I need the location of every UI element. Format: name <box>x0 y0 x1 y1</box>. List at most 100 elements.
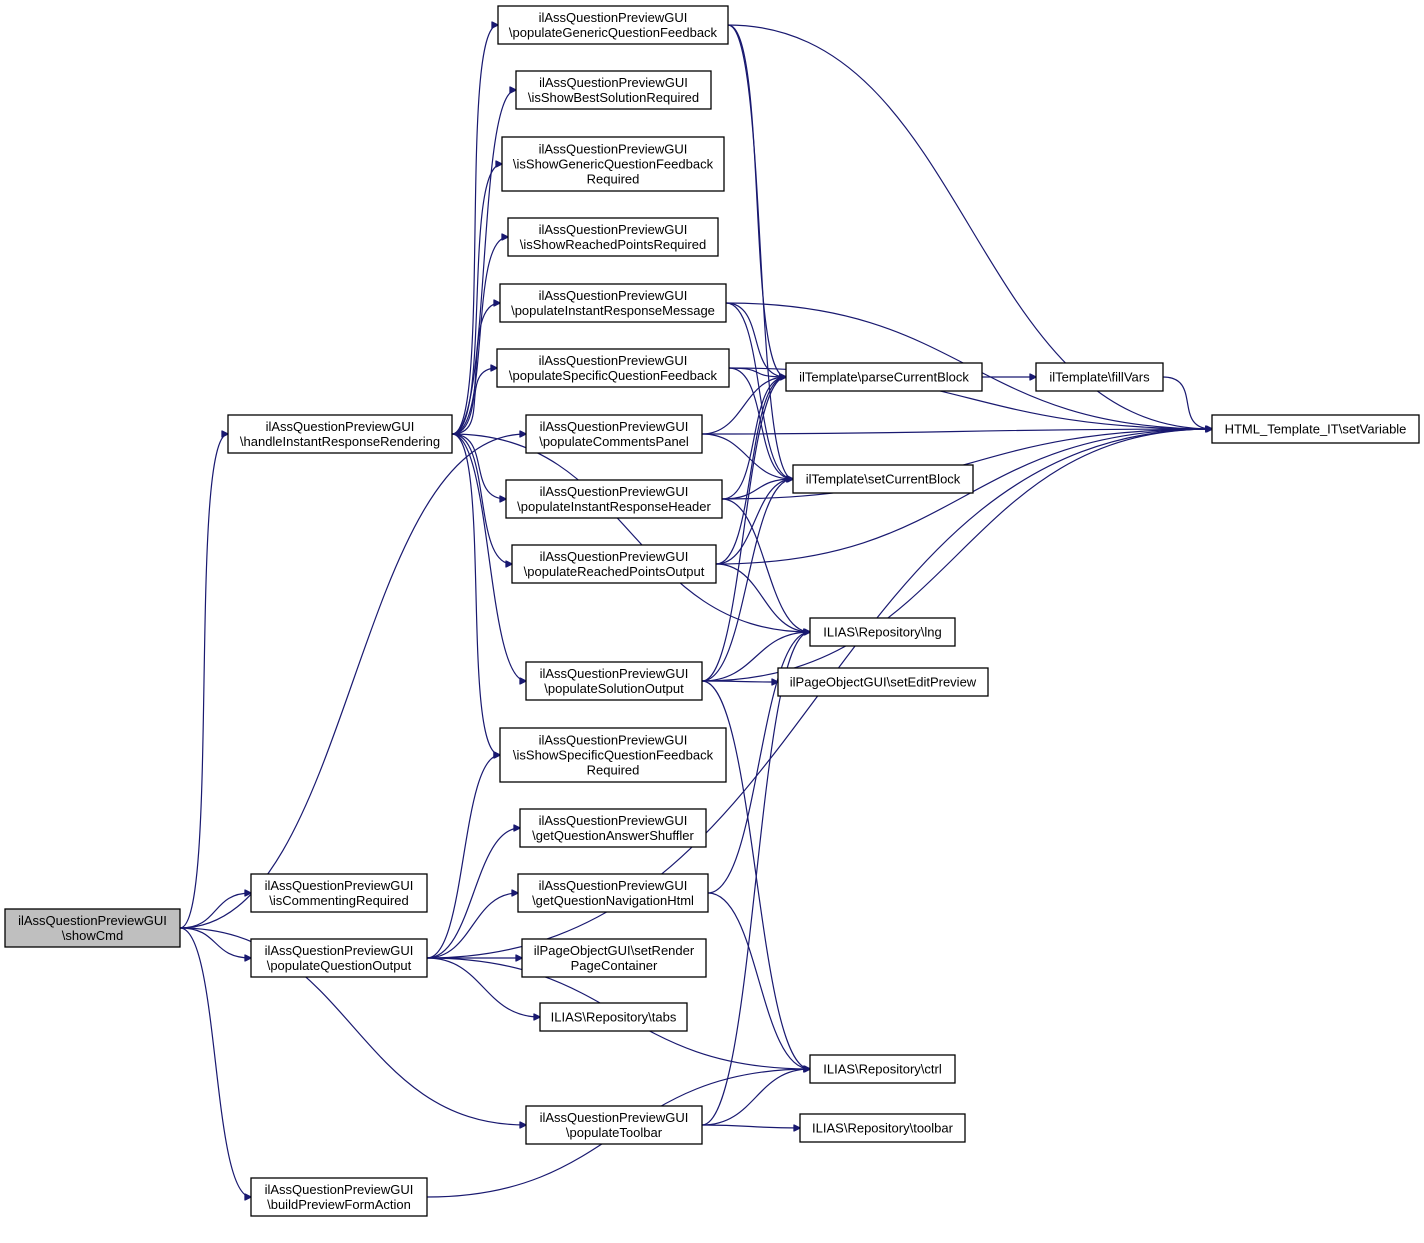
node-box <box>799 1113 966 1143</box>
node-label-line: ilAssQuestionPreviewGUI <box>539 878 688 893</box>
node-is-commenting-required[interactable]: ilAssQuestionPreviewGUI\isCommentingRequ… <box>250 873 428 913</box>
edge-populate-reached-points-output-to-set-variable <box>715 429 1212 565</box>
node-label-line: \getQuestionAnswerShuffler <box>532 828 694 843</box>
node-populate-solution-output[interactable]: ilAssQuestionPreviewGUI\populateSolution… <box>525 661 703 701</box>
node-label-line: ilAssQuestionPreviewGUI <box>539 142 688 157</box>
edge-handle-instant-response-rendering-to-populate-instant-response-header <box>451 433 506 499</box>
node-label-line: \populateToolbar <box>566 1125 663 1140</box>
edge-show-cmd-to-populate-toolbar <box>179 927 526 1125</box>
node-is-show-reached-points-required[interactable]: ilAssQuestionPreviewGUI\isShowReachedPoi… <box>507 217 719 257</box>
edge-populate-reached-points-output-to-parse-current-block <box>715 377 786 565</box>
edge-populate-comments-panel-to-set-variable <box>701 429 1212 435</box>
node-box <box>525 661 703 701</box>
node-label-line: \isShowBestSolutionRequired <box>528 90 699 105</box>
edge-populate-solution-output-to-lng <box>701 632 810 682</box>
node-ctrl[interactable]: ILIAS\Repository\ctrl <box>809 1054 956 1084</box>
node-is-show-specific-question-feedback-required[interactable]: ilAssQuestionPreviewGUI\isShowSpecificQu… <box>499 727 727 783</box>
edge-populate-toolbar-to-ctrl <box>701 1069 810 1126</box>
edge-populate-generic-question-feedback-to-set-current-block <box>727 24 793 479</box>
node-get-question-navigation-html[interactable]: ilAssQuestionPreviewGUI\getQuestionNavig… <box>517 873 709 913</box>
edge-populate-instant-response-header-to-parse-current-block <box>721 377 786 500</box>
node-label-line: \populateSpecificQuestionFeedback <box>509 368 718 383</box>
node-set-variable[interactable]: HTML_Template_IT\setVariable <box>1211 414 1420 444</box>
node-box <box>792 464 974 494</box>
node-label-line: ilAssQuestionPreviewGUI <box>540 1110 689 1125</box>
node-label-line: Required <box>587 172 640 187</box>
node-label-line: ilAssQuestionPreviewGUI <box>539 10 688 25</box>
node-build-preview-form-action[interactable]: ilAssQuestionPreviewGUI\buildPreviewForm… <box>250 1177 428 1217</box>
edge-handle-instant-response-rendering-to-populate-specific-question-feedback <box>451 368 497 435</box>
edge-populate-generic-question-feedback-to-set-variable <box>727 24 1212 429</box>
edge-get-question-navigation-html-to-lng <box>707 632 810 894</box>
node-box <box>809 617 956 647</box>
node-is-show-best-solution-required[interactable]: ilAssQuestionPreviewGUI\isShowBestSoluti… <box>515 70 712 110</box>
node-label-line: ilTemplate\parseCurrentBlock <box>799 370 969 385</box>
node-label-line: ILIAS\Repository\tabs <box>551 1010 677 1025</box>
node-box <box>496 348 730 388</box>
edge-populate-comments-panel-to-set-current-block <box>701 433 793 479</box>
node-box <box>4 908 181 948</box>
edge-handle-instant-response-rendering-to-is-show-reached-points-required <box>451 237 508 435</box>
node-label-line: \populateCommentsPanel <box>539 434 689 449</box>
node-label-line: ilAssQuestionPreviewGUI <box>539 733 688 748</box>
node-label-line: \getQuestionNavigationHtml <box>532 893 694 908</box>
node-set-current-block[interactable]: ilTemplate\setCurrentBlock <box>792 464 974 494</box>
node-box <box>515 70 712 110</box>
node-label-line: \isCommentingRequired <box>269 893 408 908</box>
edge-populate-solution-output-to-parse-current-block <box>701 377 786 682</box>
node-label-line: \isShowSpecificQuestionFeedback <box>513 748 714 763</box>
node-tabs[interactable]: ILIAS\Repository\tabs <box>539 1002 688 1032</box>
edge-handle-instant-response-rendering-to-populate-generic-question-feedback <box>451 25 498 435</box>
node-is-show-generic-question-feedback-required[interactable]: ilAssQuestionPreviewGUI\isShowGenericQue… <box>501 136 725 192</box>
node-lng[interactable]: ILIAS\Repository\lng <box>809 617 956 647</box>
edge-populate-comments-panel-to-parse-current-block <box>701 377 786 435</box>
node-box <box>517 873 709 913</box>
node-toolbar[interactable]: ILIAS\Repository\toolbar <box>799 1113 966 1143</box>
node-parse-current-block[interactable]: ilTemplate\parseCurrentBlock <box>785 362 983 392</box>
node-label-line: ilTemplate\setCurrentBlock <box>806 472 961 487</box>
node-show-cmd[interactable]: ilAssQuestionPreviewGUI\showCmd <box>4 908 181 948</box>
edge-populate-instant-response-header-to-lng <box>721 498 810 632</box>
edge-show-cmd-to-populate-comments-panel <box>179 434 526 929</box>
node-populate-comments-panel[interactable]: ilAssQuestionPreviewGUI\populateComments… <box>525 414 703 454</box>
node-label-line: ilAssQuestionPreviewGUI <box>265 878 414 893</box>
node-populate-instant-response-message[interactable]: ilAssQuestionPreviewGUI\populateInstantR… <box>499 283 727 323</box>
node-box <box>777 667 989 697</box>
node-label-line: ilAssQuestionPreviewGUI <box>540 666 689 681</box>
edge-populate-solution-output-to-set-current-block <box>701 479 793 682</box>
node-label-line: ilAssQuestionPreviewGUI <box>539 288 688 303</box>
node-fill-vars[interactable]: ilTemplate\fillVars <box>1035 362 1164 392</box>
node-populate-generic-question-feedback[interactable]: ilAssQuestionPreviewGUI\populateGenericQ… <box>497 5 729 45</box>
node-label-line: ilAssQuestionPreviewGUI <box>539 353 688 368</box>
node-set-edit-preview[interactable]: ilPageObjectGUI\setEditPreview <box>777 667 989 697</box>
node-label-line: ilAssQuestionPreviewGUI <box>265 1182 414 1197</box>
edge-populate-solution-output-to-set-variable <box>701 429 1212 682</box>
node-box <box>519 808 707 848</box>
node-label-line: ilAssQuestionPreviewGUI <box>540 549 689 564</box>
node-populate-reached-points-output[interactable]: ilAssQuestionPreviewGUI\populateReachedP… <box>511 544 717 584</box>
node-box <box>507 217 719 257</box>
node-populate-question-output[interactable]: ilAssQuestionPreviewGUI\populateQuestion… <box>250 938 428 978</box>
node-label-line: ilPageObjectGUI\setEditPreview <box>790 675 977 690</box>
node-box <box>521 938 707 978</box>
node-box <box>501 136 725 192</box>
node-label-line: ilPageObjectGUI\setRender <box>534 943 695 958</box>
edge-populate-reached-points-output-to-set-current-block <box>715 479 793 565</box>
node-label-line: ilAssQuestionPreviewGUI <box>540 419 689 434</box>
node-label-line: HTML_Template_IT\setVariable <box>1225 422 1407 437</box>
node-box <box>1211 414 1420 444</box>
edge-populate-question-output-to-get-question-navigation-html <box>426 893 518 959</box>
node-populate-specific-question-feedback[interactable]: ilAssQuestionPreviewGUI\populateSpecific… <box>496 348 730 388</box>
node-label-line: ilAssQuestionPreviewGUI <box>540 484 689 499</box>
node-populate-toolbar[interactable]: ilAssQuestionPreviewGUI\populateToolbar <box>525 1105 703 1145</box>
node-populate-instant-response-header[interactable]: ilAssQuestionPreviewGUI\populateInstantR… <box>505 479 723 519</box>
edge-get-question-navigation-html-to-ctrl <box>707 892 810 1069</box>
edge-handle-instant-response-rendering-to-populate-instant-response-message <box>451 303 500 435</box>
node-box <box>785 362 983 392</box>
node-label-line: \buildPreviewFormAction <box>267 1197 411 1212</box>
node-get-question-answer-shuffler[interactable]: ilAssQuestionPreviewGUI\getQuestionAnswe… <box>519 808 707 848</box>
node-label-line: ILIAS\Repository\ctrl <box>823 1062 942 1077</box>
node-handle-instant-response-rendering[interactable]: ilAssQuestionPreviewGUI\handleInstantRes… <box>227 414 453 454</box>
node-label-line: ilAssQuestionPreviewGUI <box>265 943 414 958</box>
